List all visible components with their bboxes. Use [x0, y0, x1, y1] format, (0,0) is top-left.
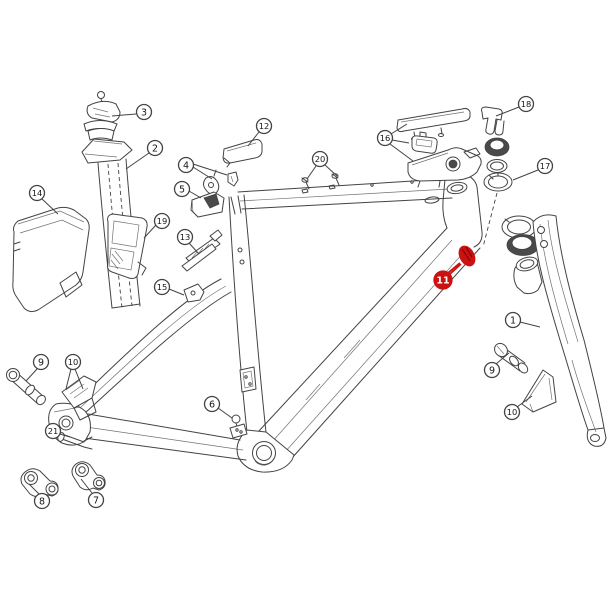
- callout-2[interactable]: 2: [146, 139, 164, 157]
- leader-line: [512, 169, 539, 181]
- leader-line: [306, 165, 317, 180]
- callout-7[interactable]: 7: [87, 491, 105, 509]
- wedge-cover: [181, 229, 223, 272]
- callout-10-right[interactable]: 10: [503, 403, 521, 421]
- callout-21[interactable]: 21: [44, 422, 62, 440]
- leader-line: [41, 198, 59, 215]
- callout-8[interactable]: 8: [33, 492, 51, 510]
- callout-19[interactable]: 19: [153, 212, 171, 230]
- leader-line: [391, 139, 410, 144]
- leader-line: [389, 143, 414, 162]
- leader-line: [143, 224, 157, 239]
- headset-parts: [481, 106, 540, 256]
- mount-block: [190, 191, 225, 218]
- callout-6[interactable]: 6: [203, 395, 221, 413]
- fork-guard: [521, 369, 557, 413]
- leader-line: [111, 113, 137, 117]
- cockpit-bracket: [411, 131, 438, 154]
- leader-line: [74, 368, 84, 390]
- front-fork: [513, 214, 607, 447]
- rear-axle-bracket: [61, 375, 97, 421]
- callout-18[interactable]: 18: [517, 95, 535, 113]
- derailleur-hanger-a: [20, 468, 59, 497]
- callout-3[interactable]: 3: [135, 103, 153, 121]
- callout-9-left[interactable]: 9: [32, 353, 50, 371]
- rear-thru-axle: [6, 368, 46, 406]
- leader-line: [495, 352, 510, 365]
- leader-line: [217, 407, 233, 419]
- leader-line: [447, 262, 461, 274]
- leader-line: [80, 478, 93, 494]
- leader-line: [324, 164, 338, 177]
- leader-line: [247, 131, 260, 147]
- leader-line: [192, 166, 213, 180]
- callout-5[interactable]: 5: [173, 180, 191, 198]
- leader-line: [168, 288, 185, 296]
- saddle-clamp-parts: [83, 91, 121, 141]
- callout-4[interactable]: 4: [177, 156, 195, 174]
- derailleur-hanger-b: [71, 461, 106, 491]
- leader-line: [28, 483, 40, 495]
- top-tube-cover: [222, 139, 263, 168]
- fd-mount-plate: [239, 366, 257, 393]
- small-clamp-parts: [203, 169, 239, 195]
- callout-9-right[interactable]: 9: [483, 361, 501, 379]
- leader-line: [192, 163, 228, 176]
- main-frame: [75, 173, 483, 473]
- callout-14[interactable]: 14: [28, 184, 46, 202]
- front-thru-axle: [494, 342, 529, 374]
- callout-1[interactable]: 1: [504, 311, 522, 329]
- leader-line: [495, 106, 520, 117]
- leader-line: [519, 321, 541, 328]
- leader-line: [59, 433, 71, 438]
- leader-line: [188, 190, 202, 199]
- callout-17[interactable]: 17: [536, 157, 554, 175]
- cockpit-housing: [407, 147, 482, 188]
- callout-12[interactable]: 12: [255, 117, 273, 135]
- callout-13[interactable]: 13: [176, 228, 194, 246]
- seat-tube-bolt: [229, 414, 248, 439]
- downtube-cover: [12, 206, 90, 313]
- leader-line: [25, 368, 38, 382]
- leader-line: [188, 242, 200, 255]
- stem-cover-plate: [396, 107, 471, 141]
- leader-line: [516, 395, 533, 408]
- leader-line: [65, 368, 72, 390]
- seatstay-clamp: [183, 283, 205, 303]
- leader-line: [390, 123, 408, 135]
- top-tube-screws: [301, 173, 340, 190]
- callout-10-left[interactable]: 10: [64, 353, 82, 371]
- battery-mount-rail: [107, 213, 148, 279]
- leader-line: [125, 152, 150, 170]
- callout-11[interactable]: 11: [433, 270, 453, 290]
- highlighted-bolt[interactable]: [449, 243, 478, 275]
- callout-16[interactable]: 16: [376, 129, 394, 147]
- callout-15[interactable]: 15: [153, 278, 171, 296]
- callout-20[interactable]: 20: [311, 150, 329, 168]
